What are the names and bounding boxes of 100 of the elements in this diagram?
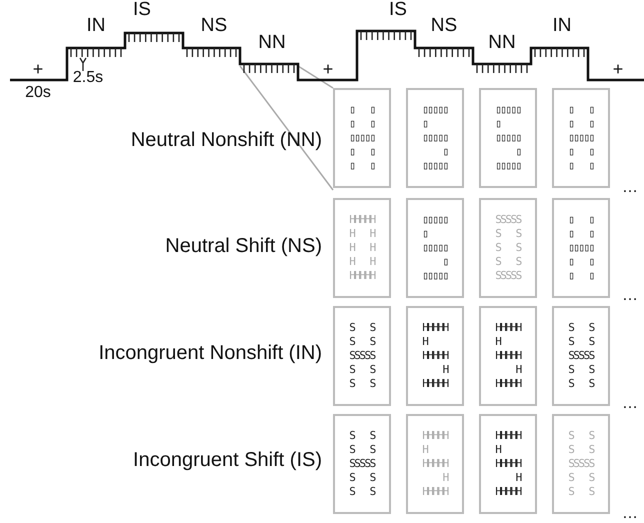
stimulus-card — [479, 414, 537, 514]
letter-row: ▯ ▯ — [568, 117, 594, 131]
letter-row: SSSSS — [349, 457, 375, 471]
letter-row: ▯ ▯ — [568, 227, 594, 241]
letter-row: SSSSS — [568, 349, 594, 363]
condition-label: Neutral Nonshift (NN) — [130, 130, 322, 150]
letter-row-text: H — [514, 471, 521, 485]
letter-row: ▯▯▯▯▯ — [568, 241, 594, 255]
stimulus-card — [333, 88, 391, 188]
letter-row: SSSSS — [568, 457, 594, 471]
letter-row: S S — [568, 321, 594, 335]
letter-row: HHHHH — [349, 213, 375, 227]
letter-row: S S — [495, 255, 521, 269]
letter-row: ▯ ▯ — [568, 269, 594, 283]
letter-row: SSSSS — [349, 349, 375, 363]
ellipsis: … — [622, 288, 638, 304]
letter-row-text: ▯ — [422, 117, 428, 131]
duration-label: 2.5s — [72, 70, 104, 86]
letter-row-text: H — [495, 443, 502, 457]
letter-row: S S — [568, 443, 594, 457]
letter-row: S S — [568, 485, 594, 499]
letter-row: S S — [568, 335, 594, 349]
letter-row: HHHHH — [422, 429, 448, 443]
block-label: IS — [389, 0, 407, 19]
fixation-cross: + — [32, 60, 44, 78]
letter-row-text: ▯ — [514, 145, 521, 159]
letter-row: S S — [568, 363, 594, 377]
block-label: NN — [258, 33, 286, 52]
letter-row: ▯ ▯ — [568, 255, 594, 269]
stimulus-card — [333, 198, 391, 298]
letter-row: H H — [349, 241, 375, 255]
letter-row: ▯ ▯ — [568, 159, 594, 173]
stimulus-card — [406, 414, 464, 514]
stimulus-card — [479, 198, 537, 298]
stimulus-card — [552, 88, 610, 188]
letter-row: ▯▯▯▯▯ — [422, 269, 448, 283]
ellipsis: … — [622, 506, 638, 522]
letter-row-text: ▯ — [495, 117, 502, 131]
letter-row: ▯ ▯ — [349, 145, 375, 159]
letter-row: S S — [495, 241, 521, 255]
letter-row-text: H — [495, 335, 502, 349]
stimulus-card — [552, 414, 610, 514]
letter-row-text: H — [422, 335, 429, 349]
condition-label: Neutral Shift (NS) — [165, 236, 322, 256]
letter-row: S S — [349, 429, 375, 443]
letter-row: ▯▯▯▯▯ — [422, 213, 448, 227]
letter-row: S S — [349, 471, 375, 485]
letter-row-text: ▯ — [422, 227, 428, 241]
letter-row: S S — [349, 485, 375, 499]
fixation-cross: + — [612, 60, 624, 78]
block-label: NS — [430, 16, 458, 35]
letter-row: S S — [349, 363, 375, 377]
block-label: IN — [552, 16, 572, 35]
letter-row: ▯▯▯▯▯ — [568, 131, 594, 145]
letter-row: HHHHH — [422, 377, 448, 391]
letter-row: ▯▯▯▯▯ — [349, 131, 375, 145]
stimulus-card — [479, 88, 537, 188]
letter-row: H H — [349, 255, 375, 269]
block-label: IS — [133, 0, 151, 19]
letter-row: ▯▯▯▯▯ — [422, 131, 448, 145]
letter-row: HHHHH — [495, 377, 521, 391]
letter-row: ▯▯▯▯▯ — [495, 103, 521, 117]
letter-row: H H — [349, 227, 375, 241]
letter-row: ▯ ▯ — [349, 103, 375, 117]
letter-row-text: H — [442, 363, 448, 377]
letter-row: ▯ ▯ — [568, 145, 594, 159]
letter-row: S S — [495, 227, 521, 241]
letter-row: S S — [568, 471, 594, 485]
letter-row: ▯ ▯ — [349, 159, 375, 173]
letter-row: SSSSS — [495, 213, 521, 227]
letter-row: HHHHH — [422, 349, 448, 363]
stimulus-card — [406, 198, 464, 298]
letter-row: S S — [349, 443, 375, 457]
letter-row: HHHHH — [422, 321, 448, 335]
letter-row-text: ▯ — [442, 145, 448, 159]
letter-row-text: H — [514, 363, 521, 377]
letter-row: ▯▯▯▯▯ — [495, 159, 521, 173]
letter-row: ▯▯▯▯▯ — [422, 241, 448, 255]
stimulus-card — [479, 306, 537, 406]
fixation-cross: + — [322, 60, 334, 78]
stimulus-card — [406, 88, 464, 188]
stimulus-card — [406, 306, 464, 406]
letter-row: HHHHH — [495, 429, 521, 443]
letter-row: S S — [568, 377, 594, 391]
letter-row: S S — [349, 377, 375, 391]
stimulus-card — [333, 306, 391, 406]
letter-row: HHHHH — [495, 349, 521, 363]
duration-label: 20s — [25, 85, 51, 101]
letter-row: HHHHH — [422, 457, 448, 471]
letter-row: S S — [349, 321, 375, 335]
block-label: IN — [86, 16, 106, 35]
condition-label: Incongruent Nonshift (IN) — [98, 343, 322, 363]
block-label: NN — [488, 33, 516, 52]
stimulus-card — [333, 414, 391, 514]
letter-row: ▯▯▯▯▯ — [422, 159, 448, 173]
letter-row: S S — [349, 335, 375, 349]
letter-row: ▯▯▯▯▯ — [495, 131, 521, 145]
letter-row: ▯▯▯▯▯ — [422, 103, 448, 117]
letter-row: SSSSS — [495, 269, 521, 283]
letter-row: ▯ ▯ — [568, 213, 594, 227]
